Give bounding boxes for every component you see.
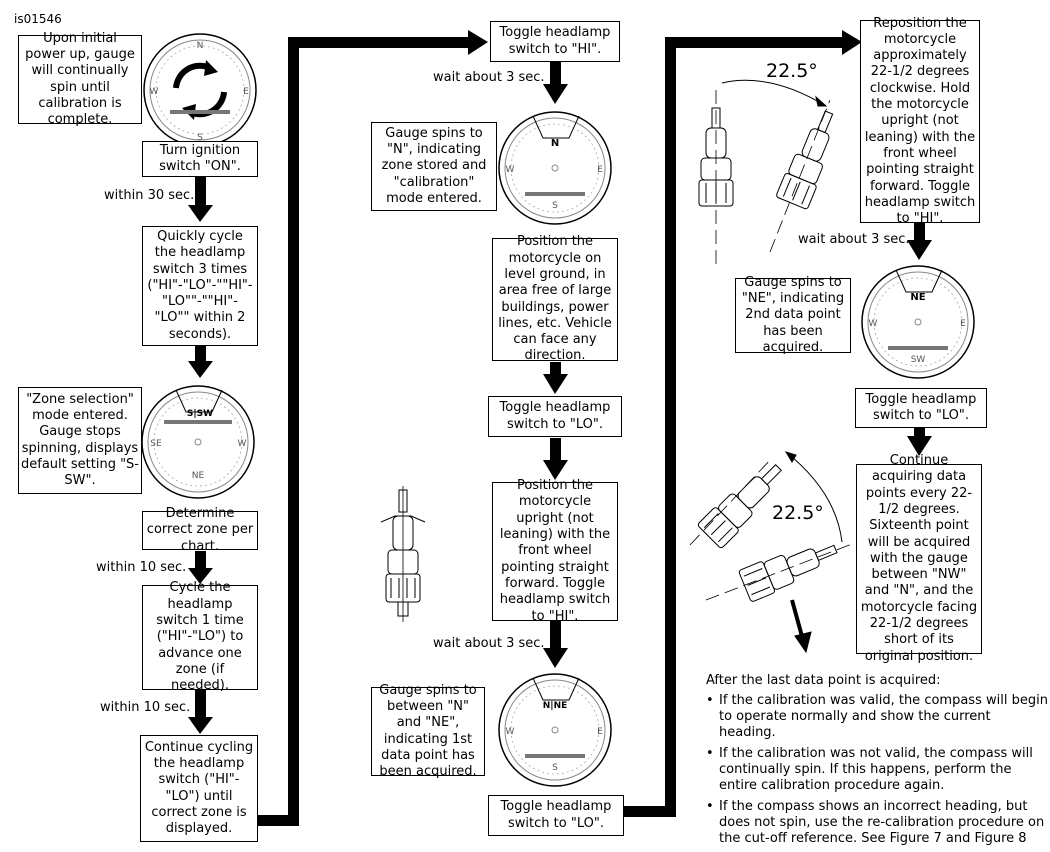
figure-id: is01546 (14, 12, 62, 26)
step-toggle-lo-3: Toggle headlamp switch to "LO". (855, 388, 987, 428)
step-continue-cycling: Continue cycling the headlamp switch ("H… (140, 735, 258, 842)
label-within-10-sec-1: within 10 sec. (96, 560, 187, 575)
intro-box: Upon initial power up, gauge will contin… (18, 31, 142, 127)
gauge4-e-mark: E (597, 727, 603, 737)
label-wait-3-sec-3: wait about 3 sec. (798, 232, 910, 247)
angle-label-2: 22.5° (772, 502, 824, 524)
step-cycle-headlamp-3-times: Quickly cycle the headlamp switch 3 time… (142, 226, 258, 346)
gauge5-w-mark: W (869, 319, 878, 329)
label-within-10-sec-2: within 10 sec. (100, 700, 191, 715)
gauge5-display: NE (910, 292, 925, 303)
gauge-north (498, 111, 612, 225)
gauge-north-box: Gauge spins to "N", indicating zone stor… (371, 122, 497, 211)
label-wait-3-sec-1: wait about 3 sec. (433, 70, 545, 85)
gauge2-ne-mark: NE (192, 471, 205, 481)
gauge-zone-selection (141, 385, 255, 499)
gauge4-display: N|NE (543, 701, 568, 711)
gauge-north-northeast (498, 673, 612, 787)
label-wait-3-sec-2: wait about 3 sec. (433, 636, 545, 651)
motorcycle-upright-illustration (380, 486, 426, 622)
zone-selection-box: "Zone selection" mode entered. Gauge sto… (18, 387, 142, 494)
notes-heading: After the last data point is acquired: (706, 673, 941, 688)
step-position-upright: Position the motorcycle upright (not lea… (492, 478, 618, 624)
step-determine-zone: Determine correct zone per chart. (142, 506, 258, 554)
gauge1-south-mark: S (197, 133, 203, 143)
gauge1-east-mark: E (243, 87, 249, 97)
gauge-northeast (861, 265, 975, 379)
gauge-spinning (143, 33, 257, 147)
connector-col1-to-col2 (256, 30, 488, 826)
step-toggle-lo-1: Toggle headlamp switch to "LO". (488, 396, 622, 437)
step-cycle-headlamp-1-time: Cycle the headlamp switch 1 time ("HI"-"… (142, 580, 258, 693)
gauge1-west-mark: W (150, 87, 159, 97)
gauge4-s-mark: S (552, 763, 558, 773)
note-incorrect-heading: If the compass shows an incorrect headin… (706, 799, 1050, 847)
note-not-valid: If the calibration was not valid, the co… (706, 746, 1050, 794)
gauge5-sw-mark: SW (911, 355, 926, 365)
first-data-point-box: Gauge spins to between "N" and "NE", ind… (371, 683, 485, 779)
step-toggle-lo-2: Toggle headlamp switch to "LO". (488, 795, 624, 836)
after-last-point-notes: After the last data point is acquired: I… (706, 673, 1050, 852)
step-turn-ignition-on: Turn ignition switch "ON". (142, 141, 258, 177)
step-position-level-ground: Position the motorcycle on level ground,… (492, 234, 618, 363)
gauge3-w-mark: W (506, 165, 515, 175)
flow-arrows-column2 (543, 62, 568, 668)
step-continue-acquiring: Continue acquiring data points every 22-… (856, 453, 982, 664)
connector-col2-to-col3 (624, 30, 862, 817)
gauge2-w-mark: W (238, 439, 247, 449)
note-valid: If the calibration was valid, the compas… (706, 693, 1050, 741)
step-reposition-clockwise: Reposition the motorcycle approximately … (860, 16, 980, 226)
gauge1-north-mark: N (197, 41, 204, 51)
notes-list: If the calibration was valid, the compas… (706, 693, 1050, 847)
gauge5-e-mark: E (960, 319, 966, 329)
flow-arrows-column1 (188, 177, 213, 734)
gauge3-e-mark: E (597, 165, 603, 175)
gauge3-display: N (551, 138, 559, 149)
gauge2-se-mark: SE (150, 439, 162, 449)
second-data-point-box: Gauge spins to "NE", indicating 2nd data… (735, 275, 851, 355)
step-toggle-hi-1: Toggle headlamp switch to "HI". (490, 21, 620, 62)
angle-label-1: 22.5° (766, 60, 818, 82)
motorcycle-rotation-illustration-1 (698, 79, 834, 270)
label-within-30-sec: within 30 sec. (104, 188, 195, 203)
gauge2-display: S|SW (187, 409, 213, 419)
motorcycle-rotation-illustration-2 (689, 451, 853, 654)
flow-arrows-column3 (907, 223, 932, 456)
gauge3-s-mark: S (552, 201, 558, 211)
gauge4-w-mark: W (506, 727, 515, 737)
